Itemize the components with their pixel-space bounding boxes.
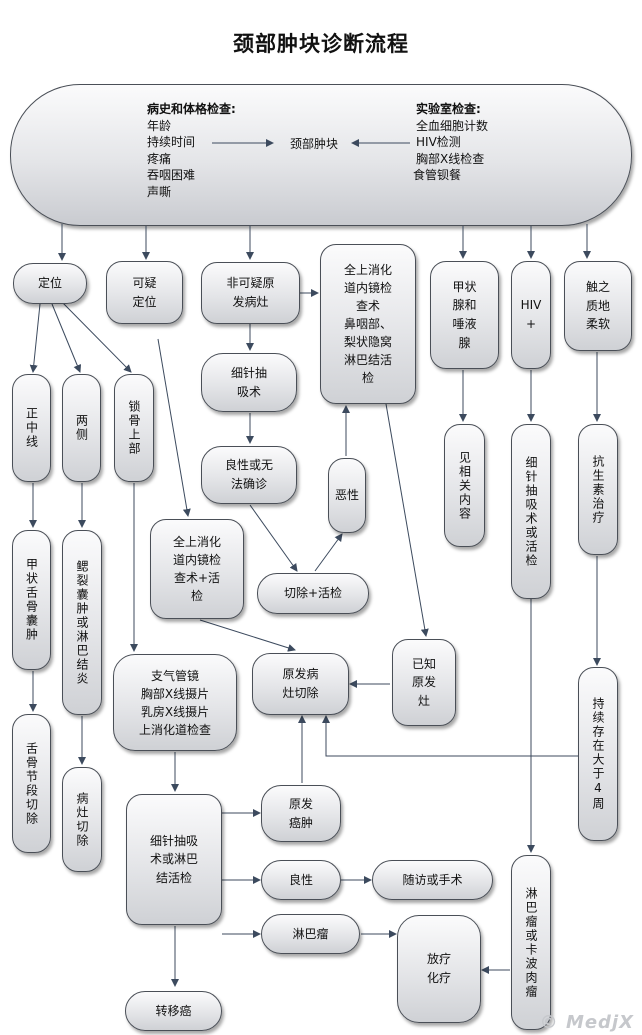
arrow-endobiopsy-to-primary-excision [199,619,296,652]
neck-mass-label: 颈部肿块 [290,137,339,151]
node-lymphoma: 淋巴瘤 [261,914,360,954]
node-hyoid-excision: 舌骨节段切除 [12,714,51,853]
history-item: 吞咽困难 [147,168,196,182]
lab-item: 食管钡餐 [413,168,462,182]
node-benign: 良性 [261,860,341,900]
node-hiv-positive: HIV + [511,261,551,369]
arrow-excision-to-malignant [314,533,343,572]
node-fna-2: 细针抽吸 术或淋巴 结活检 [126,794,222,925]
history-item: 疼痛 [147,151,172,166]
node-full-endoscopy: 全上消化 道内镜检 查术 鼻咽部、 梨状隐窝 淋巴结活 检 [320,244,416,404]
lab-block: 实验室检查: 全血细胞计数 HIV检测 胸部X线检查 食管钡餐 [413,101,489,184]
arrow-localize-to-bilateral [51,303,82,373]
node-antibiotics: 抗生素治疗 [578,424,618,555]
history-heading: 病史和体格检查: [147,102,236,116]
node-fna-1: 细针抽 吸术 [201,353,297,412]
arrow-localize-to-supraclavicular [59,299,132,373]
node-known-primary: 已知 原发 灶 [392,639,456,726]
arrow-persist-to-primary-excision [322,715,578,757]
node-suspicious-site: 可疑 定位 [106,261,183,324]
node-thyroglossal-cyst: 甲状舌骨囊肿 [12,530,51,670]
node-endoscopy-biopsy: 全上消化 道内镜检 查术+活 检 [150,519,244,619]
node-thyroid-salivary: 甲状 腺和 唾液 腺 [430,261,499,369]
lab-heading: 实验室检查: [416,102,481,116]
node-midline: 正中线 [12,374,51,482]
history-and-labs-box: 病史和体格检查: 年龄 持续时间 疼痛 吞咽困难 声嘶 颈部肿块 实验室检查: … [10,84,632,226]
node-primary-excision: 原发病 灶切除 [252,653,349,715]
node-radio-chemo: 放疗 化疗 [397,915,481,1023]
lab-item: 全血细胞计数 [416,118,489,133]
arrow-endoscopy-to-known-primary [385,403,429,637]
history-item: 声嘶 [147,184,172,199]
node-supraclavicular: 锁骨上部 [114,374,154,482]
node-tender-soft: 触之 质地 柔软 [564,261,632,351]
lab-item: 胸部X线检查 [416,151,485,166]
node-lesion-excision: 病灶切除 [62,767,102,872]
history-item: 年龄 [147,118,172,133]
page-title: 颈部肿块诊断流程 [233,32,409,56]
node-fna-or-biopsy: 细针抽吸术或活检 [511,424,551,599]
node-non-suspicious-primary: 非可疑原 发病灶 [201,262,300,324]
node-followup-surgery: 随访或手术 [372,860,493,900]
arrow-benign-to-excision [249,504,298,572]
node-benign-or-uncertain: 良性或无 法确诊 [201,446,297,504]
lab-item: HIV检测 [416,135,461,149]
arrow-localize-to-midline [29,303,41,373]
node-see-related: 见相关内容 [444,424,485,547]
node-primary-cancer: 原发 癌肿 [261,785,341,842]
node-bronchoscopy: 支气管镜 胸部X线摄片 乳房X线摄片 上消化道检查 [113,654,237,751]
node-localize: 定位 [13,263,87,304]
history-item: 持续时间 [147,135,196,149]
node-branchial-cyst: 鳃裂囊肿或淋巴结炎 [62,530,102,715]
node-lymphoma-kaposi: 淋巴瘤或卡波肉瘤 [511,855,551,1030]
arrow-suspicious-to-endoscopy-biopsy [157,338,191,517]
node-bilateral: 两侧 [62,374,101,482]
node-malignant: 恶性 [328,458,366,533]
watermark: © MedjX [539,1012,634,1033]
node-excision-biopsy: 切除+活检 [257,573,369,614]
node-metastatic: 转移癌 [125,991,222,1031]
node-persist-4-weeks: 持续存在大于4周 [578,667,618,841]
history-block: 病史和体格检查: 年龄 持续时间 疼痛 吞咽困难 声嘶 [147,101,236,200]
